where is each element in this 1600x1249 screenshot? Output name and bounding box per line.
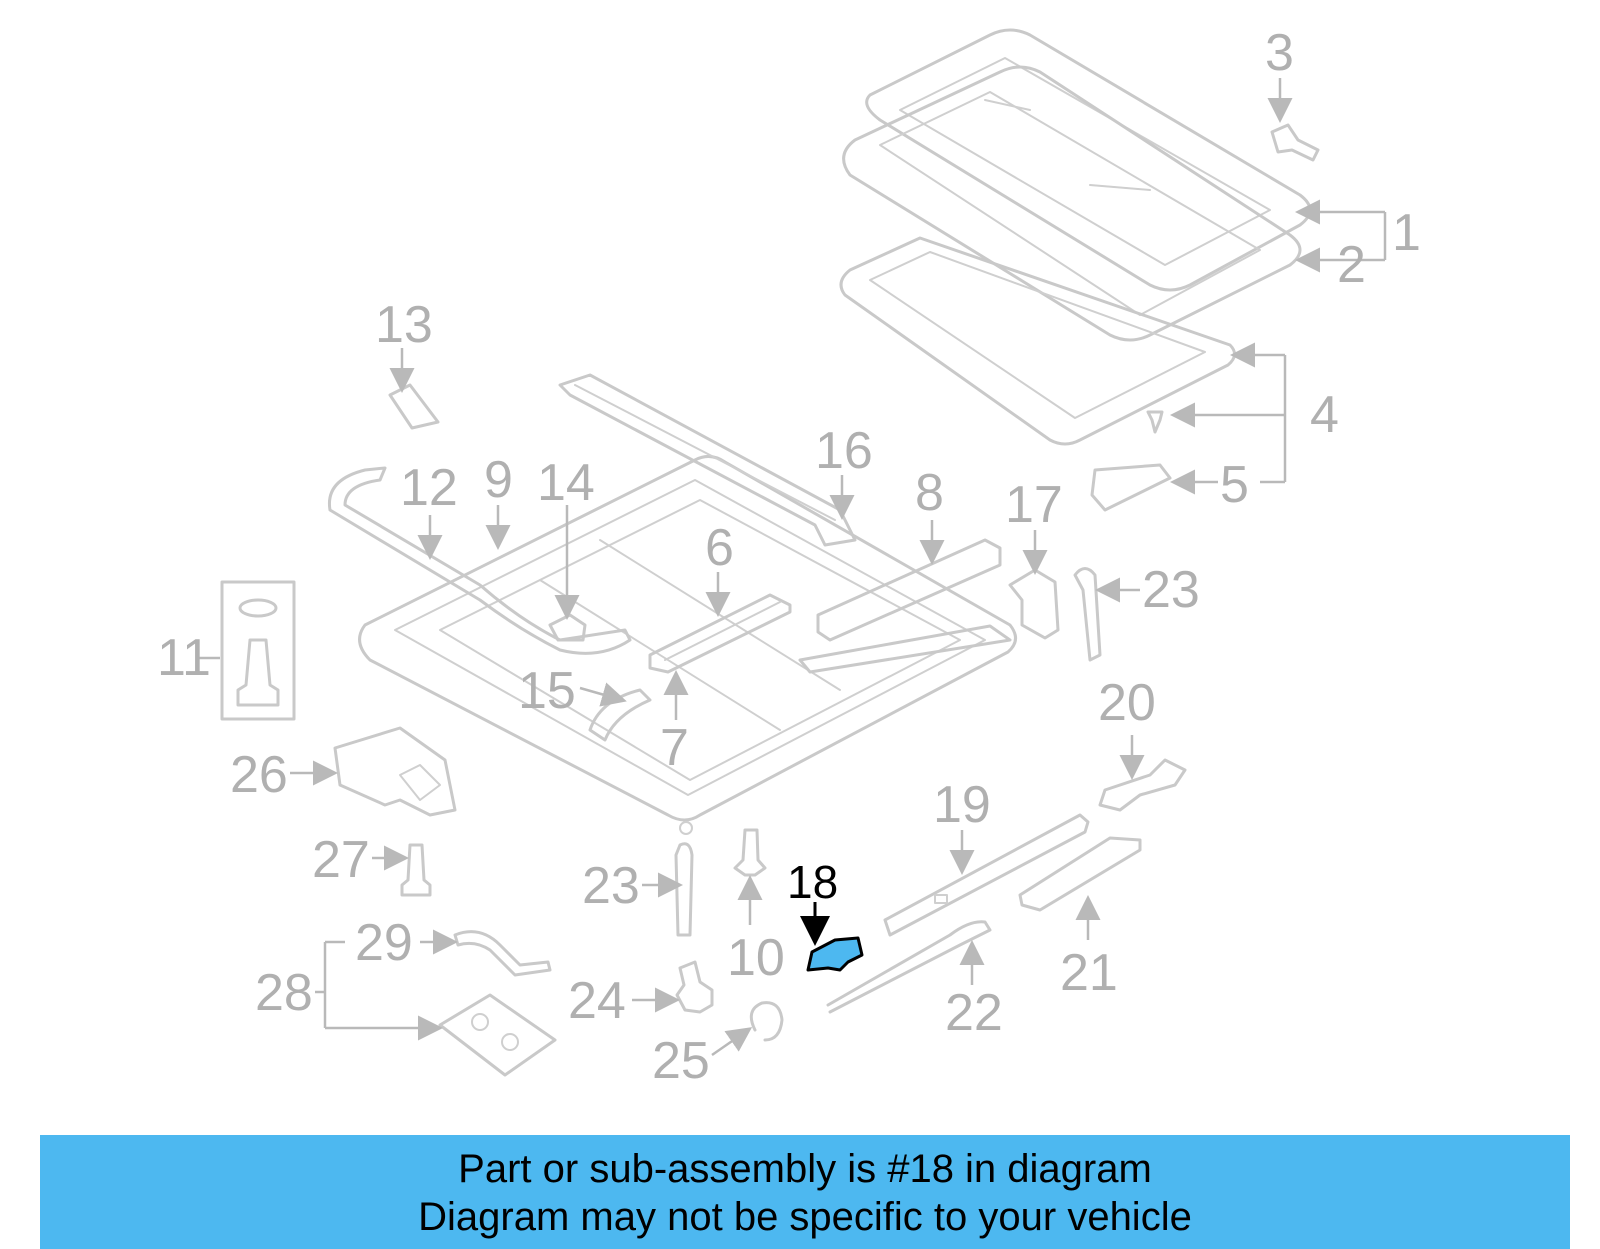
part-21-trim	[1018, 836, 1142, 912]
part-23-hose-lower	[674, 821, 694, 937]
callout-29: 29	[355, 914, 413, 972]
callout-2: 2	[1337, 236, 1366, 294]
part-4-frame	[839, 236, 1236, 446]
part-23-hose-upper	[1073, 567, 1102, 662]
callout-13: 13	[375, 296, 433, 354]
part-11-grommet-box	[220, 580, 296, 721]
part-27-bolt	[400, 843, 432, 897]
part-22-cable	[826, 920, 992, 1014]
part-3-bolt	[1270, 123, 1320, 162]
callout-17: 17	[1005, 476, 1063, 534]
callout-19: 19	[933, 776, 991, 834]
part-18-highlighted	[806, 936, 864, 972]
part-6-guide	[648, 593, 792, 674]
callout-18: 18	[787, 856, 838, 908]
part-clip	[1146, 410, 1164, 434]
callout-28: 28	[255, 964, 313, 1022]
part-29-cable	[453, 930, 552, 977]
part-26-motor	[333, 726, 457, 817]
callout-3: 3	[1265, 24, 1294, 82]
callout-23-upper: 23	[1142, 561, 1200, 619]
callout-20: 20	[1098, 674, 1156, 732]
callout-12: 12	[400, 459, 458, 517]
callout-16: 16	[815, 422, 873, 480]
callout-22: 22	[945, 984, 1003, 1042]
part-10-bolt	[733, 828, 767, 877]
banner-line-1: Part or sub-assembly is #18 in diagram	[458, 1147, 1152, 1191]
callout-8: 8	[915, 464, 944, 522]
callout-24: 24	[568, 972, 626, 1030]
callout-23-lower: 23	[582, 857, 640, 915]
callout-5: 5	[1220, 456, 1249, 514]
part-16-rail	[558, 373, 857, 547]
callout-7: 7	[660, 719, 689, 777]
part-24-grommet	[675, 960, 714, 1014]
leader-lines	[197, 78, 1387, 1057]
part-5-bracket	[1090, 463, 1172, 512]
callout-10: 10	[727, 929, 785, 987]
part-25-clip	[749, 1001, 784, 1042]
callout-1: 1	[1392, 204, 1421, 262]
info-banner: Part or sub-assembly is #18 in diagram D…	[40, 1135, 1570, 1249]
callout-14: 14	[537, 454, 595, 512]
callout-27: 27	[312, 831, 370, 889]
part-28-plate	[438, 993, 557, 1077]
callout-4: 4	[1310, 386, 1339, 444]
part-2-seal	[842, 65, 1302, 342]
part-15-seal	[588, 688, 652, 742]
part-1-glass-panel	[865, 28, 1312, 292]
part-13-clip	[388, 383, 440, 430]
callout-11: 11	[157, 629, 211, 687]
callout-21: 21	[1060, 944, 1118, 1002]
part-12-cable	[327, 466, 632, 655]
callout-9: 9	[484, 451, 513, 509]
part-20-link	[1098, 758, 1187, 812]
banner-line-2: Diagram may not be specific to your vehi…	[418, 1195, 1192, 1239]
part-17-bracket	[1008, 568, 1060, 640]
callout-25: 25	[652, 1032, 710, 1090]
callout-6: 6	[705, 519, 734, 577]
part-19-rail	[883, 813, 1090, 937]
callout-15: 15	[518, 662, 576, 720]
part-8-siderail	[798, 538, 1012, 674]
callout-26: 26	[230, 746, 288, 804]
